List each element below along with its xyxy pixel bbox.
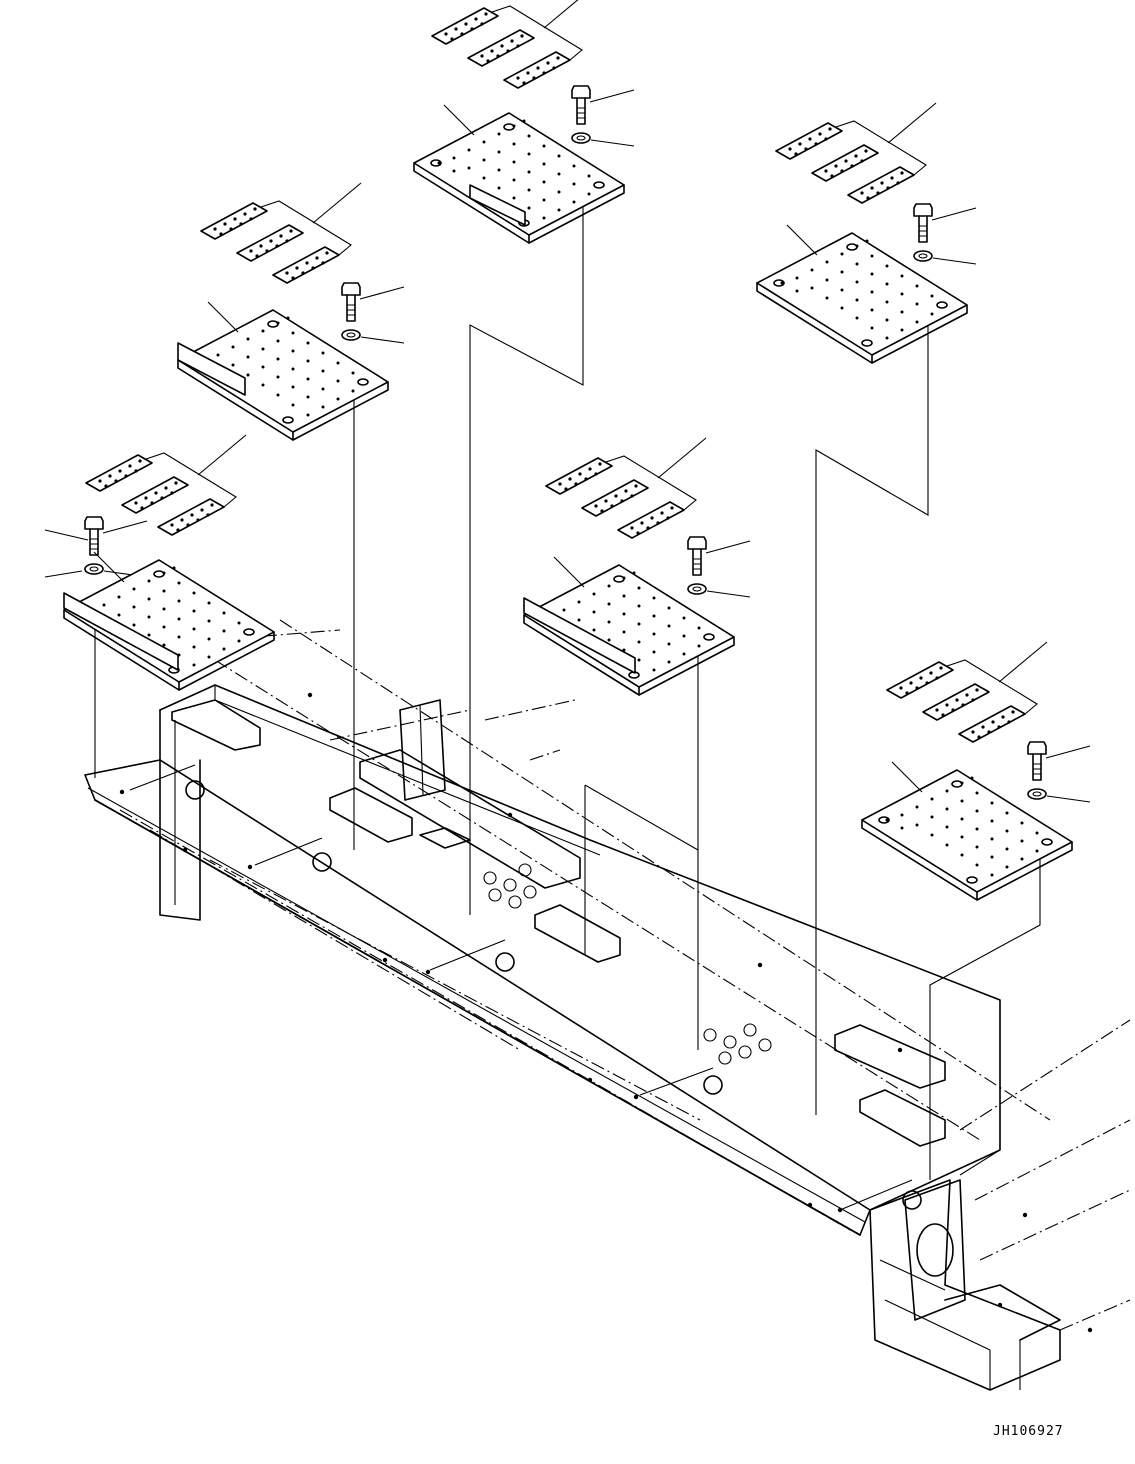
- assembly-middle-left: [63, 434, 275, 691]
- chassis-frame: [84, 619, 1131, 1391]
- assembly-top-center: [413, 0, 635, 244]
- hole-cluster-left: [483, 863, 537, 909]
- plate-side-flange: [469, 184, 526, 226]
- assembly-upper-left: [177, 182, 405, 441]
- drawing-code-label: JH106927: [993, 1424, 1064, 1439]
- plate-side-flange: [523, 597, 636, 674]
- assembly-middle-center: [523, 437, 751, 696]
- assembly-lower-right: [861, 641, 1091, 901]
- left-callout-leaders: [44, 529, 89, 578]
- assembly-leader-lines: [94, 200, 1041, 1180]
- plate-side-flange: [177, 342, 246, 396]
- assembly-upper-right: [756, 102, 977, 364]
- plate-side-flange: [63, 592, 179, 671]
- hole-cluster-right: [703, 1023, 772, 1065]
- frame-fasteners: [119, 692, 1093, 1333]
